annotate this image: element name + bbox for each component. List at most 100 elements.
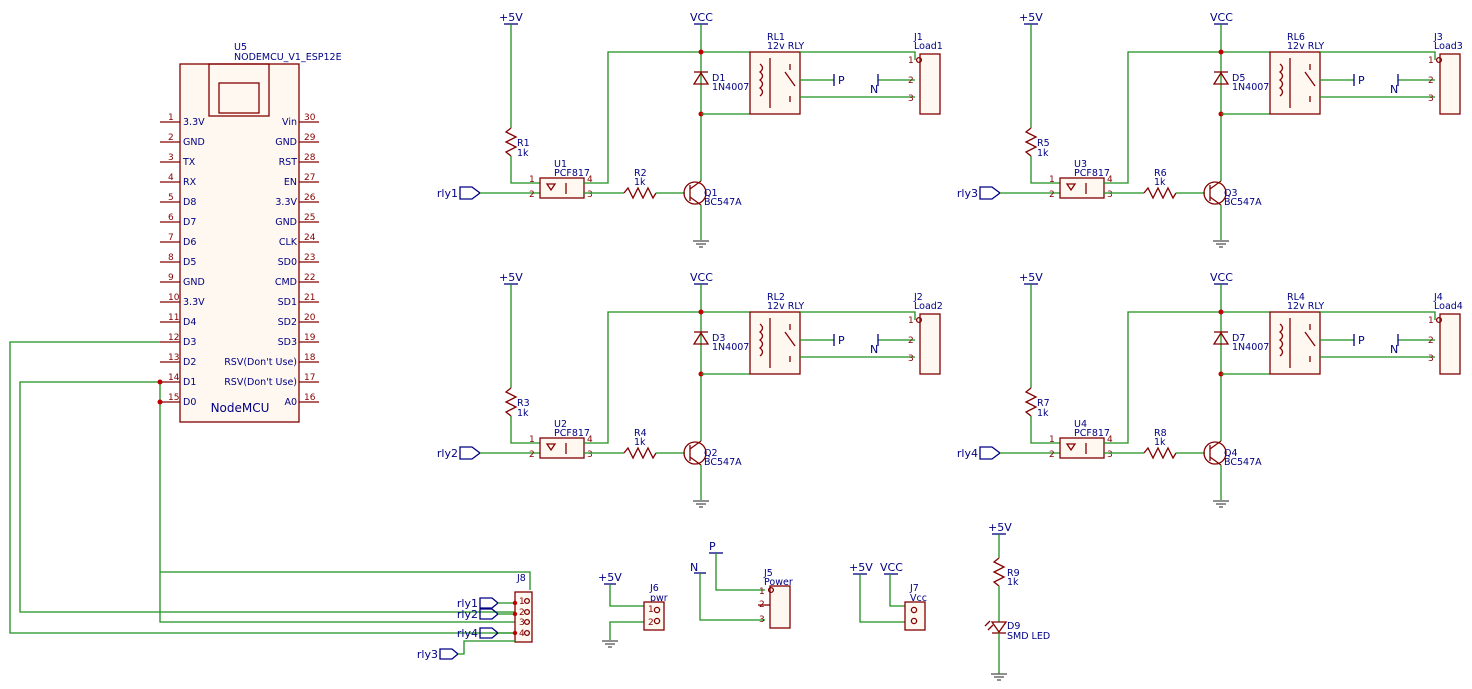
transistor-ref: Q3 — [1224, 188, 1238, 199]
vcc-label: VCC — [690, 271, 713, 284]
nodemcu-pin-number: 13 — [168, 353, 179, 363]
relay-contact — [1304, 331, 1316, 347]
wire-d0 — [159, 402, 515, 623]
nodemcu-pin-number: 21 — [304, 293, 315, 303]
nodemcu-pin-number: 22 — [304, 273, 315, 283]
mcu-j8-wires — [9, 341, 531, 634]
transistor — [683, 181, 707, 205]
pin-number: 1 — [908, 56, 914, 66]
pin-number: 1 — [908, 316, 914, 326]
nodemcu-pin-number: 19 — [304, 333, 316, 343]
nodemcu-pin-number: 28 — [304, 153, 316, 163]
nodemcu-pin-name: GND — [183, 137, 205, 148]
j5-n-label: N — [690, 561, 698, 574]
n-label: N — [1390, 83, 1398, 96]
relay-channel-1: +5VR11krly1U1PCF8171243R21kQ1BC547AVCCD1… — [437, 11, 943, 248]
nodemcu-pin-number: 5 — [168, 193, 174, 203]
nodemcu-pin-number: 23 — [304, 253, 315, 263]
relay-body — [749, 51, 801, 115]
p-label: P — [838, 74, 845, 87]
nodemcu-pin-name: Vin — [282, 117, 297, 128]
relay-ref: RL2 — [767, 292, 785, 303]
load-conn-value: Load2 — [914, 301, 943, 312]
input-resistor-value: 1k — [1037, 408, 1049, 419]
j7-body — [904, 601, 926, 631]
opto-led — [545, 443, 557, 452]
j7-value: Vcc — [910, 593, 927, 604]
wire-j6-5v — [609, 584, 644, 607]
base-resistor-ref: R8 — [1154, 428, 1167, 439]
base-resistor — [1143, 446, 1177, 460]
nodemcu-pin-name: A0 — [284, 397, 297, 408]
d9-ray — [987, 624, 994, 631]
nodemcu-pin-name: SD1 — [278, 297, 297, 308]
nodemcu-pin-number: 20 — [304, 313, 316, 323]
nodemcu-pin-number: 10 — [168, 293, 180, 303]
relay-ref: RL6 — [1287, 32, 1305, 43]
d9-ref: D9 — [1007, 621, 1020, 632]
load-conn-ref: J1 — [913, 32, 923, 43]
wire-r-opto — [510, 156, 540, 184]
flyback-diode — [1212, 331, 1230, 345]
j6-5v-label: +5V — [598, 571, 622, 584]
d9-value: SMD LED — [1007, 631, 1050, 642]
diode-value: 1N4007 — [712, 342, 749, 353]
p5v-label: +5V — [499, 271, 523, 284]
wire-opto-vcc — [1104, 51, 1270, 184]
nodemcu-pin-name: SD2 — [278, 317, 297, 328]
nodemcu-pin-number: 30 — [304, 113, 316, 123]
nodemcu-pin-name: EN — [284, 177, 297, 188]
pin-number: 1 — [529, 435, 535, 445]
pin-number: 2 — [1049, 190, 1055, 200]
nodemcu-pin-number: 1 — [168, 113, 174, 123]
transistor-value: BC547A — [704, 197, 742, 208]
nodemcu-pin-name: RST — [279, 157, 298, 168]
j5-body — [769, 585, 791, 629]
load-conn-ref: J2 — [913, 292, 923, 303]
pin-number: 4 — [587, 435, 593, 445]
nodemcu-pin-name: RSV(Don't Use) — [224, 377, 297, 388]
nodemcu-pin-number: 24 — [304, 233, 316, 243]
nodemcu-pin-number: 14 — [168, 373, 180, 383]
nodemcu-pin-number: 8 — [168, 253, 174, 263]
nodemcu-pin-number: 6 — [168, 213, 174, 223]
opto-ref: U2 — [554, 419, 567, 430]
nodemcu-pin-name: D6 — [183, 237, 196, 248]
input-net-label — [459, 186, 482, 200]
nodemcu-label: NodeMCU — [211, 401, 270, 415]
load-connector-body — [1439, 313, 1461, 375]
j5-p-label: P — [709, 540, 716, 553]
ground-symbol — [693, 500, 709, 508]
opto-value: PCF817 — [554, 428, 590, 439]
opto-led — [1065, 183, 1077, 192]
ground-symbol — [1213, 240, 1229, 248]
pin-number: 1 — [1049, 175, 1055, 185]
load-connector-pin — [1435, 316, 1443, 324]
nodemcu-pin-name: 3.3V — [275, 197, 297, 208]
transistor-collector — [1209, 440, 1222, 450]
pin-number: 1 — [1428, 316, 1434, 326]
nodemcu-pin-name: GND — [183, 277, 205, 288]
j6-pin — [653, 617, 661, 625]
pin-number: 3 — [1428, 354, 1434, 364]
optocoupler-body — [1059, 177, 1105, 199]
load-connector-body — [919, 313, 941, 375]
input-resistor-ref: R3 — [517, 398, 530, 409]
input-net-label — [459, 446, 482, 460]
p-label: P — [1358, 74, 1365, 87]
flyback-diode — [1212, 71, 1230, 85]
transistor-value: BC547A — [704, 457, 742, 468]
ground-symbol — [602, 640, 618, 648]
load-conn-value: Load1 — [914, 41, 943, 52]
j6-pin — [653, 606, 661, 614]
junction — [698, 49, 704, 55]
optocoupler-body — [539, 437, 585, 459]
nodemcu-pin-number: 16 — [304, 393, 316, 403]
p-label: P — [1358, 334, 1365, 347]
pin-number: 2 — [1428, 336, 1434, 346]
opto-value: PCF817 — [1074, 168, 1110, 179]
opto-led — [545, 183, 557, 192]
nodemcu-antenna-inner — [218, 82, 260, 114]
nodemcu-pin-number: 18 — [304, 353, 316, 363]
